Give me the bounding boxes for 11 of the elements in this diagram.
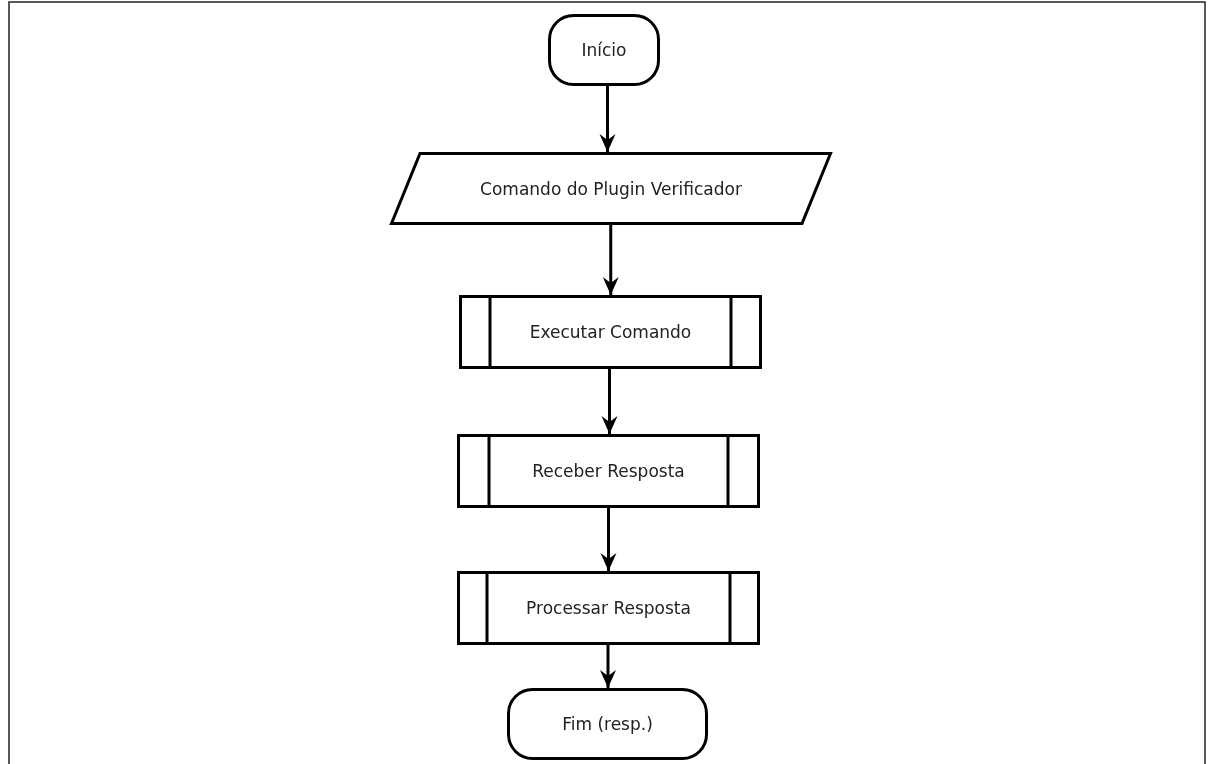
node-label: Início xyxy=(581,40,627,60)
arrow xyxy=(601,369,618,434)
node-label: Receber Resposta xyxy=(532,461,685,481)
node-label: Fim (resp.) xyxy=(562,714,653,734)
arrow xyxy=(600,645,616,688)
node-label: Executar Comando xyxy=(529,322,692,342)
arrow xyxy=(602,225,619,295)
node-label: Processar Resposta xyxy=(526,598,691,618)
node-label: Comando do Plugin Verificador xyxy=(480,178,742,199)
arrow xyxy=(600,508,617,571)
arrow xyxy=(599,86,616,152)
